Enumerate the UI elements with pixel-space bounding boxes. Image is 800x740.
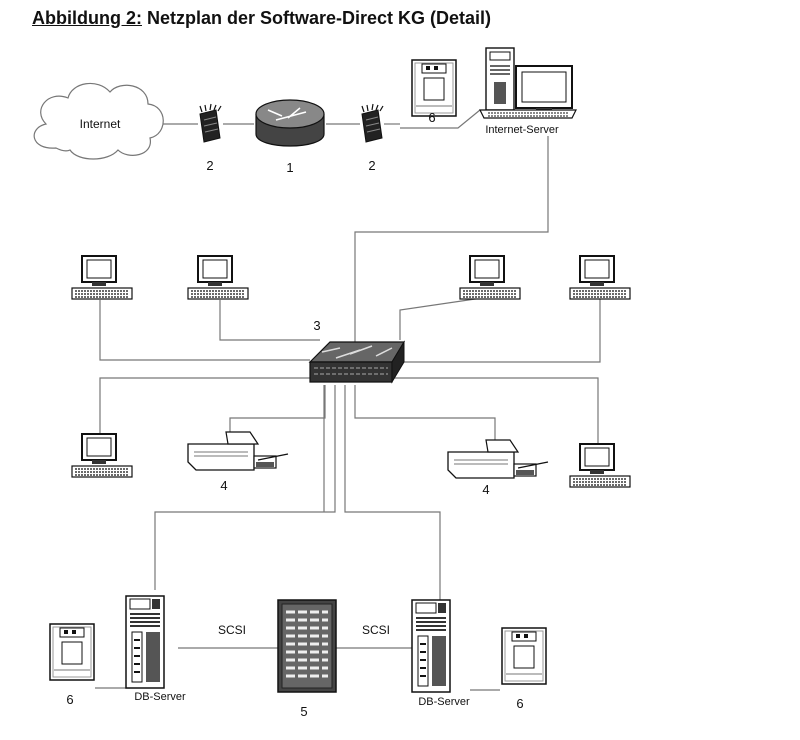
firewall-right (361, 103, 384, 143)
workstation-6 (569, 443, 631, 488)
ups-bottom-left (49, 623, 95, 681)
db-server-right (411, 599, 451, 693)
scsi-label-right: SCSI (362, 623, 390, 637)
figure-number: Abbildung 2: (32, 8, 142, 28)
figure-title: Abbildung 2: Netzplan der Software-Direc… (32, 8, 491, 29)
db-server-left (125, 595, 165, 689)
number-label-6-top: 6 (428, 110, 435, 125)
printer-right (447, 439, 549, 479)
scsi-label-left: SCSI (218, 623, 246, 637)
ups-top (411, 59, 457, 117)
number-label-6-left: 6 (66, 692, 73, 707)
number-label-2-right: 2 (368, 158, 375, 173)
printer-left (187, 431, 289, 471)
number-label-3: 3 (313, 318, 320, 333)
storage-array (277, 599, 337, 693)
router (255, 99, 325, 147)
number-label-4-left: 4 (220, 478, 227, 493)
figure-caption: Netzplan der Software-Direct KG (Detail) (141, 8, 492, 28)
workstation-4 (569, 255, 631, 300)
internet-server (479, 47, 577, 119)
internet-server-label: Internet-Server (485, 124, 559, 136)
switch (308, 340, 406, 384)
db-server-left-label: DB-Server (134, 691, 186, 703)
db-server-right-label: DB-Server (418, 696, 470, 708)
number-label-1: 1 (286, 160, 293, 175)
internet-cloud: Internet (33, 82, 164, 160)
ups-bottom-right (501, 627, 547, 685)
number-label-5: 5 (300, 704, 307, 719)
internet-label: Internet (80, 117, 121, 131)
workstation-5 (71, 433, 133, 478)
workstation-3 (459, 255, 521, 300)
workstation-1 (71, 255, 133, 300)
number-label-6-right: 6 (516, 696, 523, 711)
number-label-4-right: 4 (482, 482, 489, 497)
connection-lines (95, 109, 601, 691)
firewall-left (199, 103, 222, 143)
number-label-2-left: 2 (206, 158, 213, 173)
workstation-2 (187, 255, 249, 300)
